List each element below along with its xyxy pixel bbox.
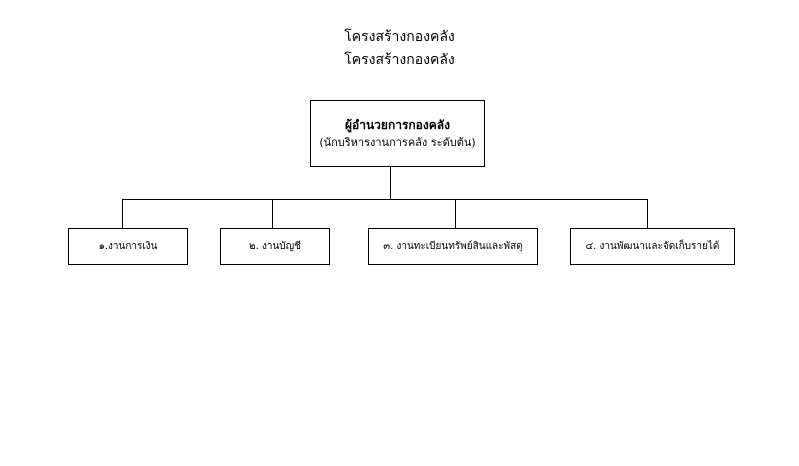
org-node-revenue-development-label: ๔. งานพัฒนาและจัดเก็บรายได้	[585, 240, 720, 252]
org-node-accounting: ๒. งานบัญชี	[220, 228, 330, 265]
connector-drop-4	[647, 199, 648, 228]
org-node-director: ผู้อำนวยการกองคลัง (นักบริหารงานการคลัง …	[310, 100, 485, 167]
org-node-accounting-label: ๒. งานบัญชี	[249, 240, 301, 252]
page-title: โครงสร้างกองคลัง โครงสร้างกองคลัง	[0, 26, 799, 72]
connector-root-stem	[390, 167, 391, 199]
connector-drop-3	[455, 199, 456, 228]
connector-drop-1	[122, 199, 123, 228]
connector-drop-2	[272, 199, 273, 228]
page-title-line-1: โครงสร้างกองคลัง	[344, 29, 455, 45]
org-node-finance-label: ๑.งานการเงิน	[98, 240, 158, 252]
org-node-asset-registry: ๓. งานทะเบียนทรัพย์สินและพัสดุ	[368, 228, 538, 265]
connector-horizontal-bus	[122, 199, 648, 200]
org-node-finance: ๑.งานการเงิน	[68, 228, 188, 265]
page-title-line-2: โครงสร้างกองคลัง	[344, 52, 455, 68]
org-node-revenue-development: ๔. งานพัฒนาและจัดเก็บรายได้	[570, 228, 735, 265]
org-node-director-subtitle: (นักบริหารงานการคลัง ระดับต้น)	[319, 135, 476, 149]
org-node-director-title: ผู้อำนวยการกองคลัง	[345, 117, 450, 132]
org-node-asset-registry-label: ๓. งานทะเบียนทรัพย์สินและพัสดุ	[383, 240, 523, 252]
